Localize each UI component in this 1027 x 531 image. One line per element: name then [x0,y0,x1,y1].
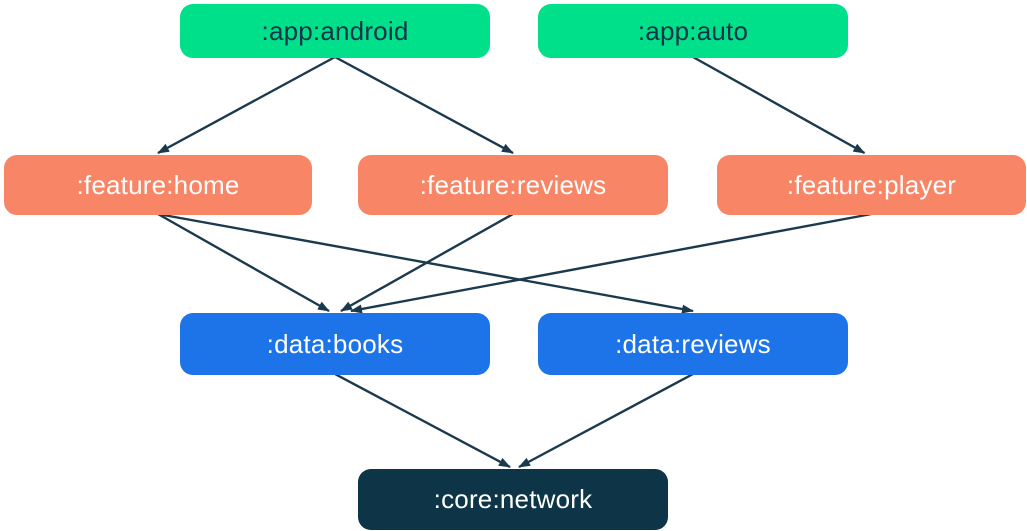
edge-feature-home-to-data-reviews [157,212,694,314]
edge-app-android-to-feature-reviews [334,55,514,155]
node-feature-home: :feature:home [4,155,312,215]
node-label: :core:network [433,484,593,514]
node-app-auto: :app:auto [538,4,848,58]
node-data-books: :data:books [180,313,490,375]
edge-feature-player-to-data-books [350,212,872,314]
edge-app-android-to-feature-home [157,55,336,155]
node-label: :feature:home [76,169,240,200]
node-label: :app:auto [637,15,749,46]
edge-data-reviews-to-core-network [518,372,694,469]
node-feature-reviews: :feature:reviews [358,155,668,215]
node-feature-player: :feature:player [717,155,1026,215]
node-data-reviews: :data:reviews [538,313,848,375]
edge-data-books-to-core-network [334,372,511,469]
node-label: :data:reviews [615,328,771,359]
edge-feature-reviews-to-data-books [340,212,514,313]
edge-app-auto-to-feature-player [692,55,866,155]
node-app-android: :app:android [180,4,490,58]
node-label: :feature:player [786,169,957,200]
edge-feature-home-to-data-books [157,212,330,313]
node-label: :app:android [261,15,409,46]
node-core-network: :core:network [358,469,668,530]
node-label: :feature:reviews [419,169,607,200]
node-label: :data:books [266,328,404,359]
